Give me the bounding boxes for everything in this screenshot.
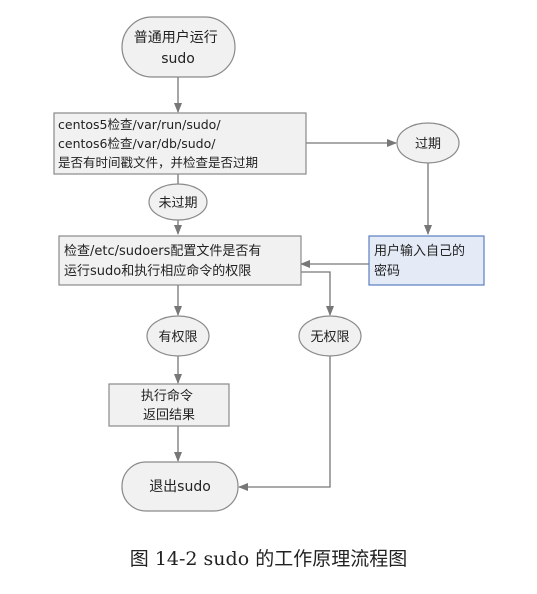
check-sudoers-box [58, 235, 302, 286]
start-terminator [121, 16, 236, 78]
not-expired-label: 未过期 [158, 196, 197, 211]
node-not-expired: 未过期 [148, 183, 208, 221]
password-box [368, 235, 485, 286]
node-check-timestamp: centos5检查/var/run/sudo/ centos6检查/var/db… [53, 112, 307, 175]
expired-ellipse [396, 122, 460, 164]
expired-label: 过期 [415, 137, 441, 152]
node-start: 普通用户运行 sudo [121, 16, 236, 78]
no-permission-ellipse [298, 315, 362, 357]
figure-caption: 图 14-2 sudo 的工作原理流程图 [129, 548, 408, 570]
check-timestamp-box [53, 112, 307, 175]
start-label: 普通用户运行 sudo [134, 29, 222, 67]
execute-box [108, 383, 230, 427]
node-password: 用户输入自己的 密码 [368, 235, 485, 286]
connectors [174, 77, 432, 491]
node-execute: 执行命令 返回结果 [108, 383, 230, 427]
has-permission-label: 有权限 [158, 329, 197, 345]
exit-label: 退出sudo [149, 479, 211, 495]
exit-terminator [121, 461, 239, 512]
no-permission-label: 无权限 [310, 329, 349, 345]
check-sudoers-label: 检查/etc/sudoers配置文件是否有 运行sudo和执行相应命令的权限 [64, 244, 265, 279]
password-label: 用户输入自己的 密码 [374, 243, 469, 279]
execute-label: 执行命令 返回结果 [141, 388, 197, 423]
arrow-noperm-to-exit [238, 355, 331, 491]
arrow-sudoers-to-noperm [301, 271, 334, 316]
check-timestamp-label: centos5检查/var/run/sudo/ centos6检查/var/db… [58, 117, 258, 170]
node-expired: 过期 [396, 122, 460, 164]
not-expired-ellipse [148, 183, 208, 221]
node-no-permission: 无权限 [298, 315, 362, 357]
node-exit: 退出sudo [121, 461, 239, 512]
node-check-sudoers: 检查/etc/sudoers配置文件是否有 运行sudo和执行相应命令的权限 [58, 235, 302, 286]
has-permission-ellipse [146, 315, 210, 357]
node-has-permission: 有权限 [146, 315, 210, 357]
